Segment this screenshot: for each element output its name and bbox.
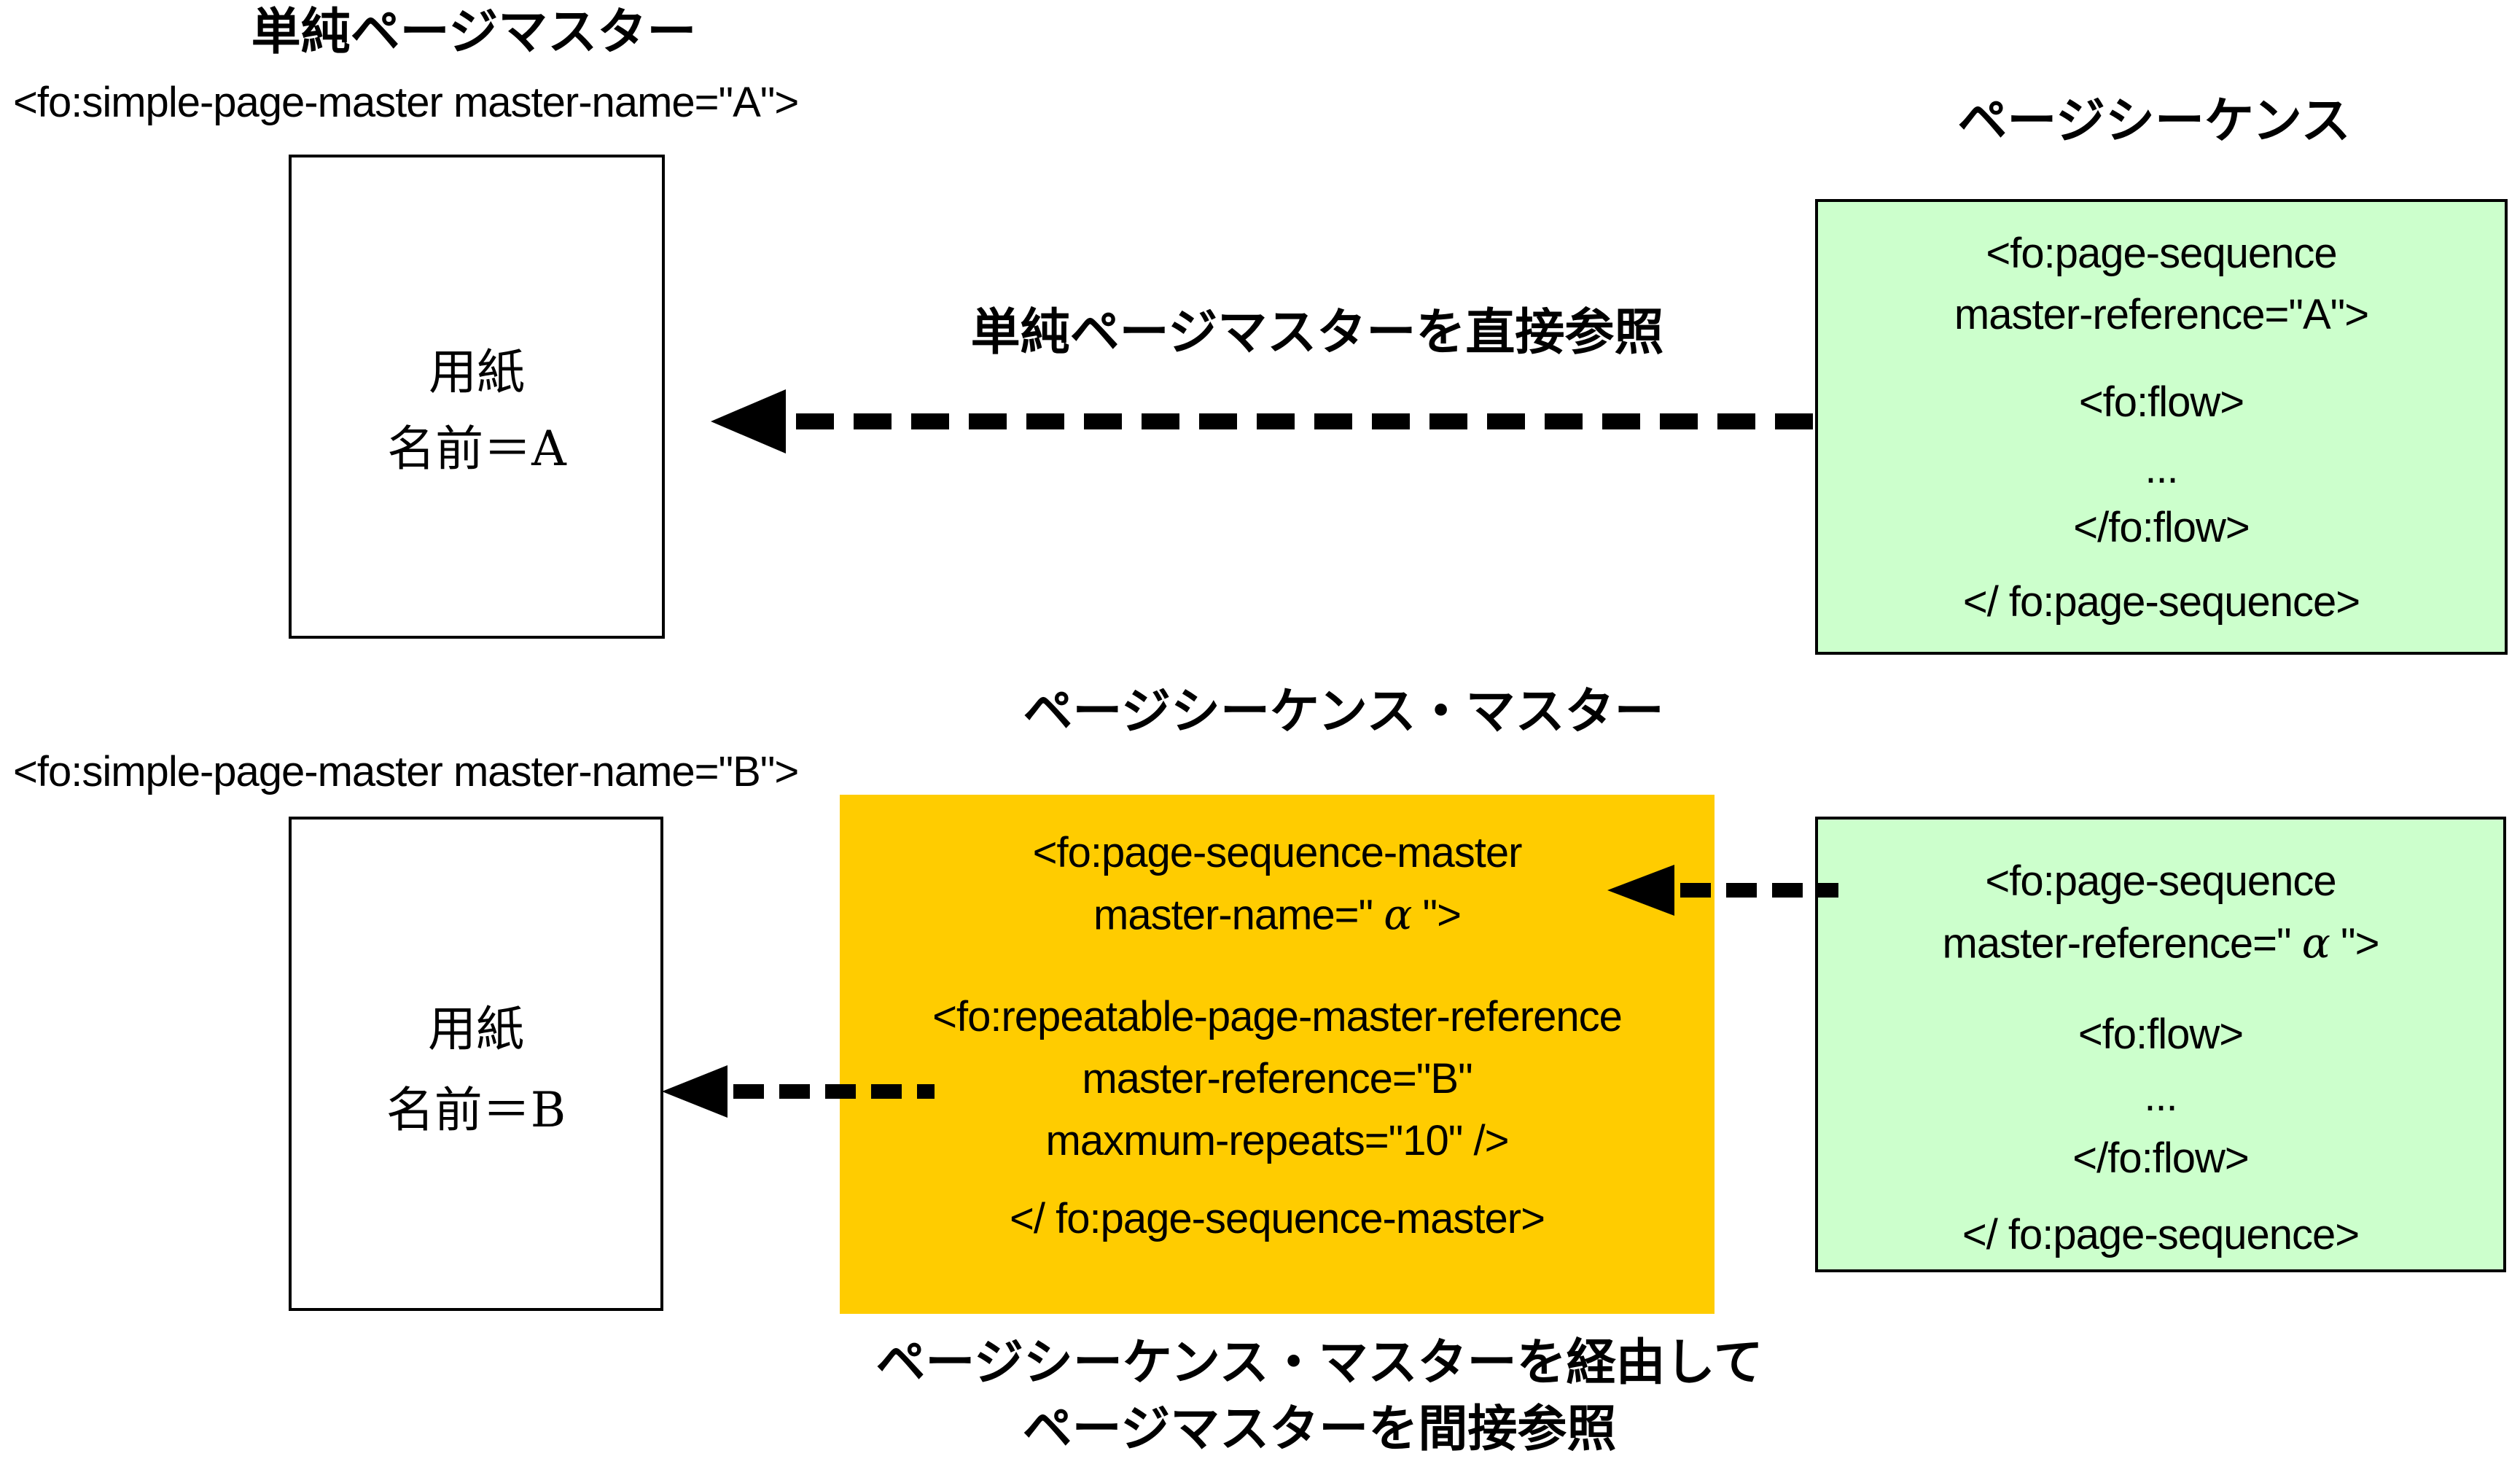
page-box-b: 用紙 名前＝B — [289, 817, 663, 1311]
caption-line-2: ページマスターを間接参照 — [1022, 1401, 1617, 1457]
orange-line-4: master-reference="B" — [1082, 1055, 1472, 1102]
arrow-left-icon — [662, 1065, 727, 1118]
page-sequence-title: ページシーケンス — [1957, 93, 2351, 149]
page-sequence-green-box-a: <fo:page-sequence master-reference="A"> … — [1815, 199, 2508, 655]
page-sequence-green-box-b: <fo:page-sequence master-reference=" α "… — [1815, 817, 2506, 1272]
page-sequence-master-orange-box: <fo:page-sequence-master master-name=" α… — [840, 795, 1715, 1314]
direct-reference-arrow — [711, 389, 1826, 454]
green-a-line-2: master-reference="A"> — [1954, 291, 2369, 338]
arrow-left-icon — [711, 389, 786, 454]
green-b-line-6: </ fo:page-sequence> — [1962, 1211, 2360, 1258]
green-a-line-3: <fo:flow> — [2078, 378, 2244, 426]
simple-page-master-code-b: <fo:simple-page-master master-name="B"> — [13, 748, 799, 795]
green-a-line-6: </ fo:page-sequence> — [1962, 578, 2360, 626]
page-box-a: 用紙 名前＝A — [289, 155, 665, 639]
orange-line-3: <fo:repeatable-page-master-reference — [932, 993, 1623, 1040]
green-b-line-1: <fo:page-sequence — [1985, 857, 2336, 905]
simple-page-master-code-a: <fo:simple-page-master master-name="A"> — [13, 79, 799, 126]
page-box-a-paper-label: 用紙 — [429, 344, 525, 401]
page-sequence-master-title: ページシーケンス・マスター — [1023, 684, 1664, 739]
orange-line-5: maxmum-repeats="10" /> — [1045, 1117, 1510, 1164]
orange-line-2: master-name=" α "> — [1093, 890, 1462, 940]
page-box-b-name-label: 名前＝B — [386, 1081, 566, 1138]
green-b-line-3: <fo:flow> — [2078, 1011, 2244, 1058]
green-b-line-5: </fo:flow> — [2072, 1134, 2249, 1182]
green-a-line-5: </fo:flow> — [2073, 504, 2250, 551]
alpha-glyph: α — [2301, 918, 2330, 968]
green-b-line-4: ... — [2144, 1073, 2177, 1120]
caption-line-1: ページシーケンス・マスターを経由して — [875, 1335, 1763, 1390]
green-b-line-2: master-reference=" α "> — [1942, 918, 2380, 968]
orange-line-6: </ fo:page-sequence-master> — [1010, 1195, 1545, 1242]
page-box-a-name-label: 名前＝A — [387, 421, 566, 478]
page-box-b-paper-label: 用紙 — [428, 1001, 524, 1058]
alpha-glyph: α — [1384, 890, 1412, 940]
direct-reference-label: 単純ページマスターを直接参照 — [970, 305, 1664, 360]
green-a-line-4: ... — [2145, 445, 2178, 492]
simple-page-master-title: 単純ページマスター — [251, 4, 697, 60]
orange-line-1: <fo:page-sequence-master — [1032, 829, 1523, 876]
green-a-line-1: <fo:page-sequence — [1986, 230, 2337, 277]
